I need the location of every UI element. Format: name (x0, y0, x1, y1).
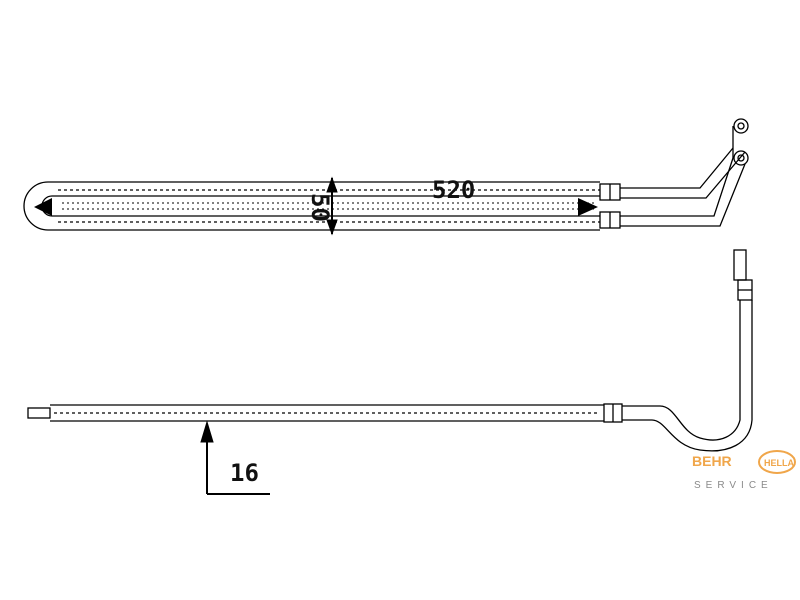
left-arrowhead (34, 198, 52, 216)
pipe-side-view (27, 249, 753, 452)
diameter-dimension-marker (200, 420, 270, 495)
behr-logo-text: BEHR (692, 453, 732, 469)
width-dimension-marker (326, 176, 338, 236)
diameter-dimension-label: 16 (230, 459, 259, 487)
hella-logo-text: HELLA (764, 458, 794, 468)
length-dimension-label: 520 (432, 176, 475, 204)
service-subtitle: SERVICE (694, 480, 773, 491)
right-arrowhead (578, 198, 598, 216)
width-dimension-label: 50 (306, 193, 334, 222)
cooler-top-view (23, 118, 749, 231)
hella-logo-oval (758, 450, 796, 474)
behr-hella-logo: BEHR HELLA SERVICE (692, 450, 796, 491)
